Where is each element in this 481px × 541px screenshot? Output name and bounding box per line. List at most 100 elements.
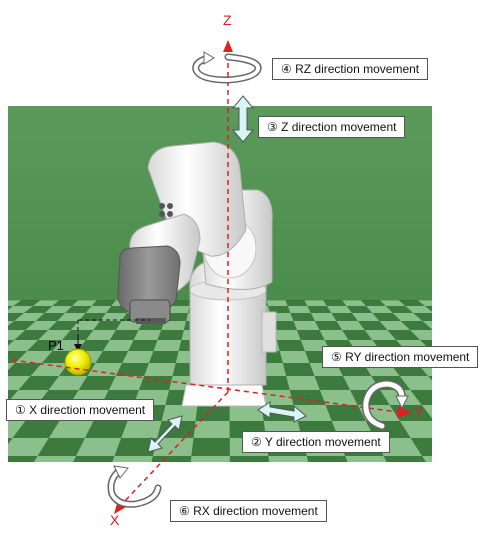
floor-tile — [193, 421, 230, 438]
floor-tile — [8, 376, 31, 390]
floor-tile — [314, 376, 351, 390]
floor-tile — [87, 363, 123, 376]
floor-tile — [268, 456, 312, 462]
floor-tile — [454, 405, 481, 421]
rz-movement-label: ④ RZ direction movement — [272, 58, 429, 80]
floor-tile — [360, 300, 386, 306]
floor-tile — [144, 363, 176, 376]
floor-tile — [410, 330, 432, 340]
floor-tile — [108, 376, 145, 390]
floor-tile — [290, 313, 315, 321]
floor-tile — [445, 306, 475, 313]
floor-tile — [399, 421, 432, 438]
floor-tile — [24, 306, 53, 313]
floor-tile — [342, 330, 373, 340]
floor-tile — [345, 456, 394, 462]
x-axis-letter: X — [110, 512, 120, 528]
floor-tile — [422, 456, 432, 462]
floor-tile — [191, 438, 230, 456]
floor-tile — [13, 300, 41, 306]
floor-tile — [0, 330, 3, 340]
floor-tile — [454, 313, 481, 321]
floor-tile — [109, 330, 139, 340]
x-axis-line — [121, 391, 229, 505]
floor-tile — [287, 306, 311, 313]
rz-rotation-arrow — [192, 51, 262, 84]
floor-tile — [25, 456, 77, 462]
floor-tile — [422, 321, 432, 330]
floor-tile — [372, 313, 401, 321]
floor-tile — [229, 456, 271, 462]
floor-tile — [286, 376, 320, 390]
rx-movement-label: ⑥ RX direction movement — [170, 500, 327, 522]
floor-tile — [12, 421, 60, 438]
floor-tile — [8, 313, 25, 321]
floor-tile — [433, 330, 468, 340]
floor-tile — [195, 405, 230, 421]
p1-ball — [64, 348, 92, 376]
floor-tile — [417, 300, 432, 306]
floor-tile — [8, 438, 49, 456]
floor-tile — [148, 456, 192, 462]
floor-tile — [293, 321, 320, 330]
floor-tile — [346, 306, 373, 313]
floor-tile — [272, 321, 297, 330]
floor-tile — [296, 330, 325, 340]
floor-tile — [48, 376, 88, 390]
floor-tile — [314, 321, 343, 330]
floor-tile — [48, 421, 94, 438]
floor-tile — [436, 300, 464, 306]
floor-tile — [447, 438, 481, 456]
floor-tile — [78, 313, 107, 321]
floor-tile — [161, 405, 198, 421]
floor-tile — [351, 313, 380, 321]
floor-tile — [78, 376, 116, 390]
floor-tile — [465, 321, 481, 330]
floor-tile — [413, 313, 432, 321]
floor-tile — [128, 340, 158, 351]
p1-label: P1 — [48, 338, 64, 353]
floor-tile — [444, 321, 478, 330]
floor-tile — [93, 321, 122, 330]
floor-tile — [331, 313, 358, 321]
floor-tile — [326, 306, 352, 313]
floor-tile — [107, 456, 153, 462]
floor-tile — [38, 330, 71, 340]
floor-tile — [342, 300, 367, 306]
floor-tile — [229, 405, 264, 421]
floor-tile — [279, 351, 310, 363]
floor-tile — [14, 313, 45, 321]
floor-tile — [139, 376, 173, 390]
y-axis-arrowhead — [397, 406, 412, 418]
floor-tile — [457, 376, 481, 390]
y-axis-line — [11, 359, 399, 413]
floor-tile — [100, 313, 127, 321]
floor-tile — [364, 330, 397, 340]
y-movement-label: ② Y direction movement — [242, 431, 390, 453]
floor-tile — [379, 300, 406, 306]
floor-tile — [357, 321, 388, 330]
floor-tile — [122, 351, 154, 363]
floor-tile — [0, 376, 2, 390]
floor-tile — [0, 405, 5, 421]
p1-guides — [74, 319, 150, 352]
floor-tile — [65, 306, 92, 313]
floor-tile — [392, 313, 423, 321]
floor-tile — [8, 321, 36, 330]
floor-tile — [383, 456, 432, 462]
floor-tile — [274, 330, 301, 340]
floor-tile — [114, 438, 158, 456]
y-axis-letter: Y — [414, 404, 424, 420]
floor-tile — [14, 330, 49, 340]
floor-tile — [152, 438, 194, 456]
floor-tile — [85, 421, 128, 438]
z-axis-letter: Z — [223, 12, 232, 28]
floor-tile — [157, 330, 184, 340]
floor-tile — [161, 321, 187, 330]
floor-tile — [325, 405, 366, 421]
floor-tile — [15, 351, 53, 363]
floor-tile — [304, 300, 327, 306]
rx-rotation-arrow — [107, 465, 162, 508]
x-move-arrow — [147, 415, 183, 453]
